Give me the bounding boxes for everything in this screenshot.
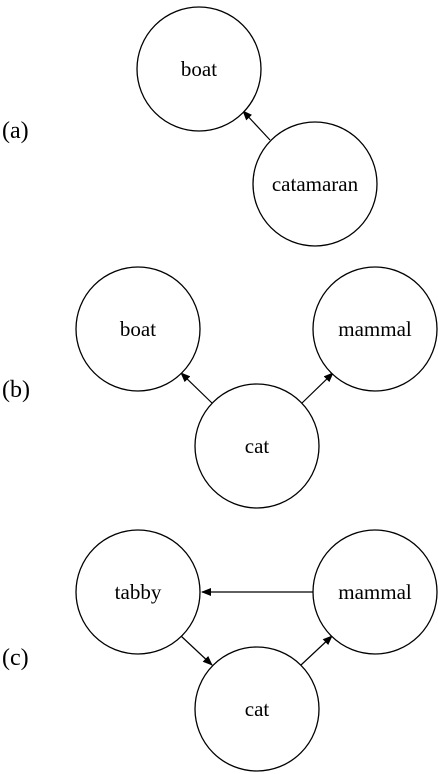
panel-b-label: (b) <box>2 377 30 403</box>
edge-catamaran-to-boat <box>242 110 271 141</box>
node-boat[interactable]: boat <box>75 266 201 392</box>
panel-c: (c) tabby mammal cat <box>2 529 438 772</box>
node-boat-label: boat <box>181 57 217 81</box>
edge-tabby-to-cat <box>180 635 213 666</box>
node-boat-label: boat <box>120 317 156 341</box>
node-cat-label: cat <box>245 697 270 721</box>
node-tabby-circle <box>75 529 201 655</box>
node-cat[interactable]: cat <box>194 646 320 772</box>
node-tabby-label: tabby <box>115 580 162 604</box>
node-cat[interactable]: cat <box>194 383 320 509</box>
node-mammal[interactable]: mammal <box>312 529 438 655</box>
node-catamaran-circle <box>252 121 378 247</box>
node-catamaran-label: catamaran <box>272 172 359 196</box>
node-boat-circle <box>75 266 201 392</box>
panel-b: (b) boat mammal cat <box>2 266 438 509</box>
panel-c-label: (c) <box>2 645 29 671</box>
node-tabby[interactable]: tabby <box>75 529 201 655</box>
node-catamaran[interactable]: catamaran <box>252 121 378 247</box>
edge-cat-to-mammal <box>300 635 333 666</box>
node-mammal[interactable]: mammal <box>312 266 438 392</box>
edge-cat-to-boat <box>180 372 214 405</box>
edge-cat-to-mammal <box>300 372 334 405</box>
node-boat[interactable]: boat <box>136 6 262 132</box>
node-cat-circle <box>194 646 320 772</box>
node-mammal-label: mammal <box>338 580 412 604</box>
node-mammal-label: mammal <box>338 317 412 341</box>
node-cat-circle <box>194 383 320 509</box>
node-cat-label: cat <box>245 434 270 458</box>
node-mammal-circle <box>312 529 438 655</box>
node-mammal-circle <box>312 266 438 392</box>
node-boat-circle <box>136 6 262 132</box>
panel-a-label: (a) <box>2 118 29 144</box>
panel-a: (a) boat catamaran <box>2 6 378 247</box>
